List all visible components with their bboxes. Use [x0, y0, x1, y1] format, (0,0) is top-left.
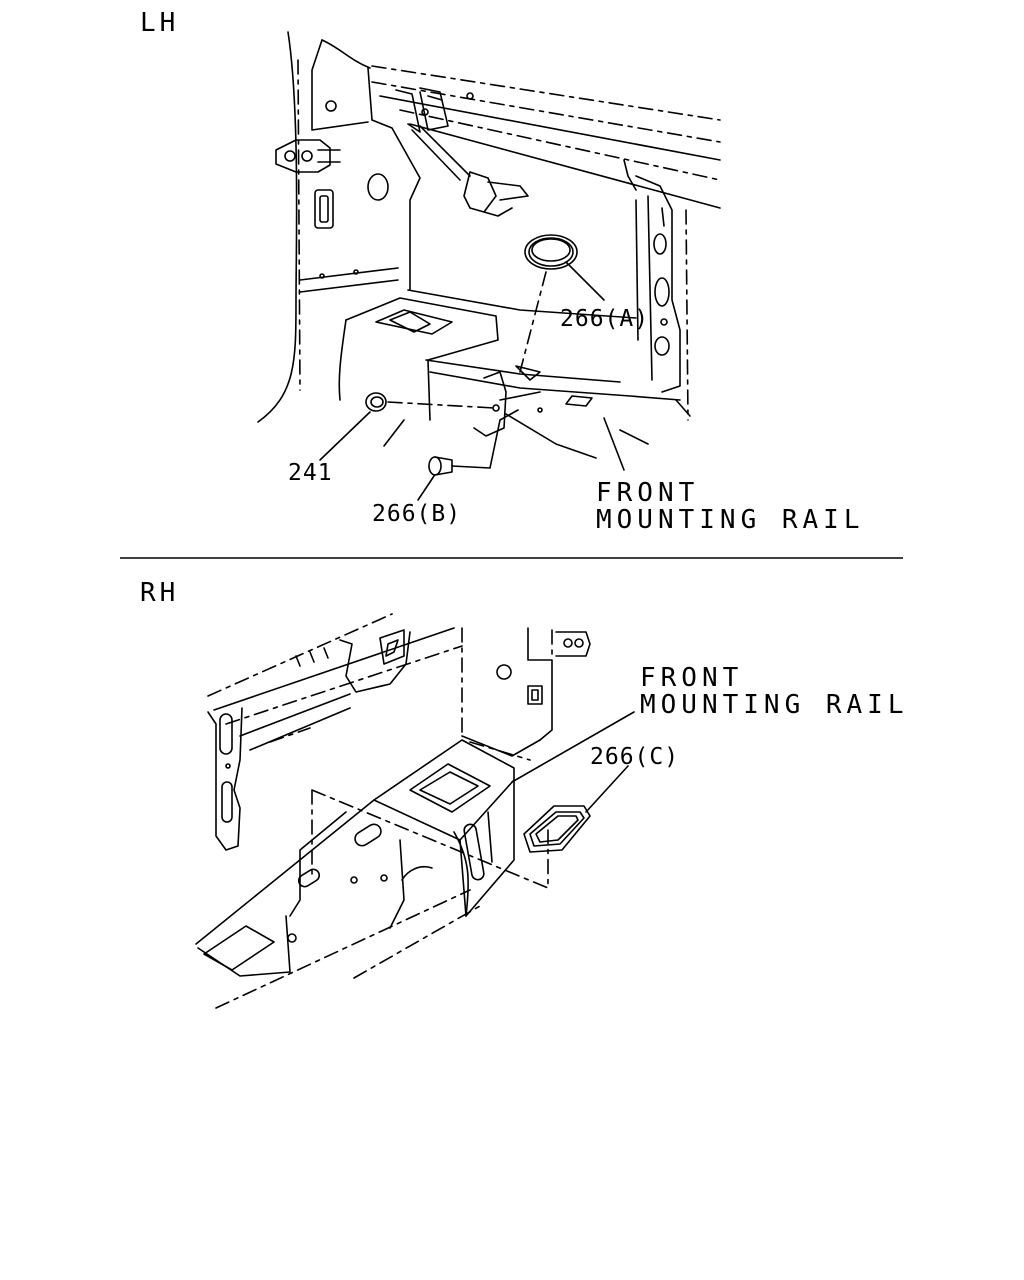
washer-241-icon [365, 392, 495, 412]
lh-callout-241: 241 [288, 460, 333, 486]
lh-body-structure [257, 31, 721, 459]
leader-266c [585, 765, 629, 813]
lh-section: LH [140, 8, 865, 535]
lh-callout-rail-line2: MOUNTING RAIL [596, 505, 865, 535]
lh-callout-266b: 266(B) [372, 501, 461, 527]
grommet-266c-icon [523, 805, 591, 853]
plug-266b-icon [428, 409, 519, 476]
leader-lh-rail [603, 417, 625, 471]
rh-callout-rail-line1: FRONT [640, 663, 743, 693]
rh-alignment-guide [311, 789, 549, 889]
rh-section-label: RH [140, 578, 179, 608]
lh-callout-rail-line1: FRONT [596, 478, 699, 508]
leader-rh-rail [511, 711, 635, 783]
lh-callout-266a: 266(A) [560, 306, 649, 332]
rh-section: RH [140, 578, 909, 1009]
lh-section-label: LH [140, 8, 179, 38]
leader-266b [417, 475, 435, 501]
rh-callout-rail-line2: MOUNTING RAIL [640, 690, 909, 720]
rh-body-structure [195, 613, 591, 1009]
grommet-266a-icon [519, 234, 578, 373]
rh-callout-266c: 266(C) [590, 744, 679, 770]
leader-266a [565, 261, 605, 301]
leader-241 [319, 411, 371, 461]
